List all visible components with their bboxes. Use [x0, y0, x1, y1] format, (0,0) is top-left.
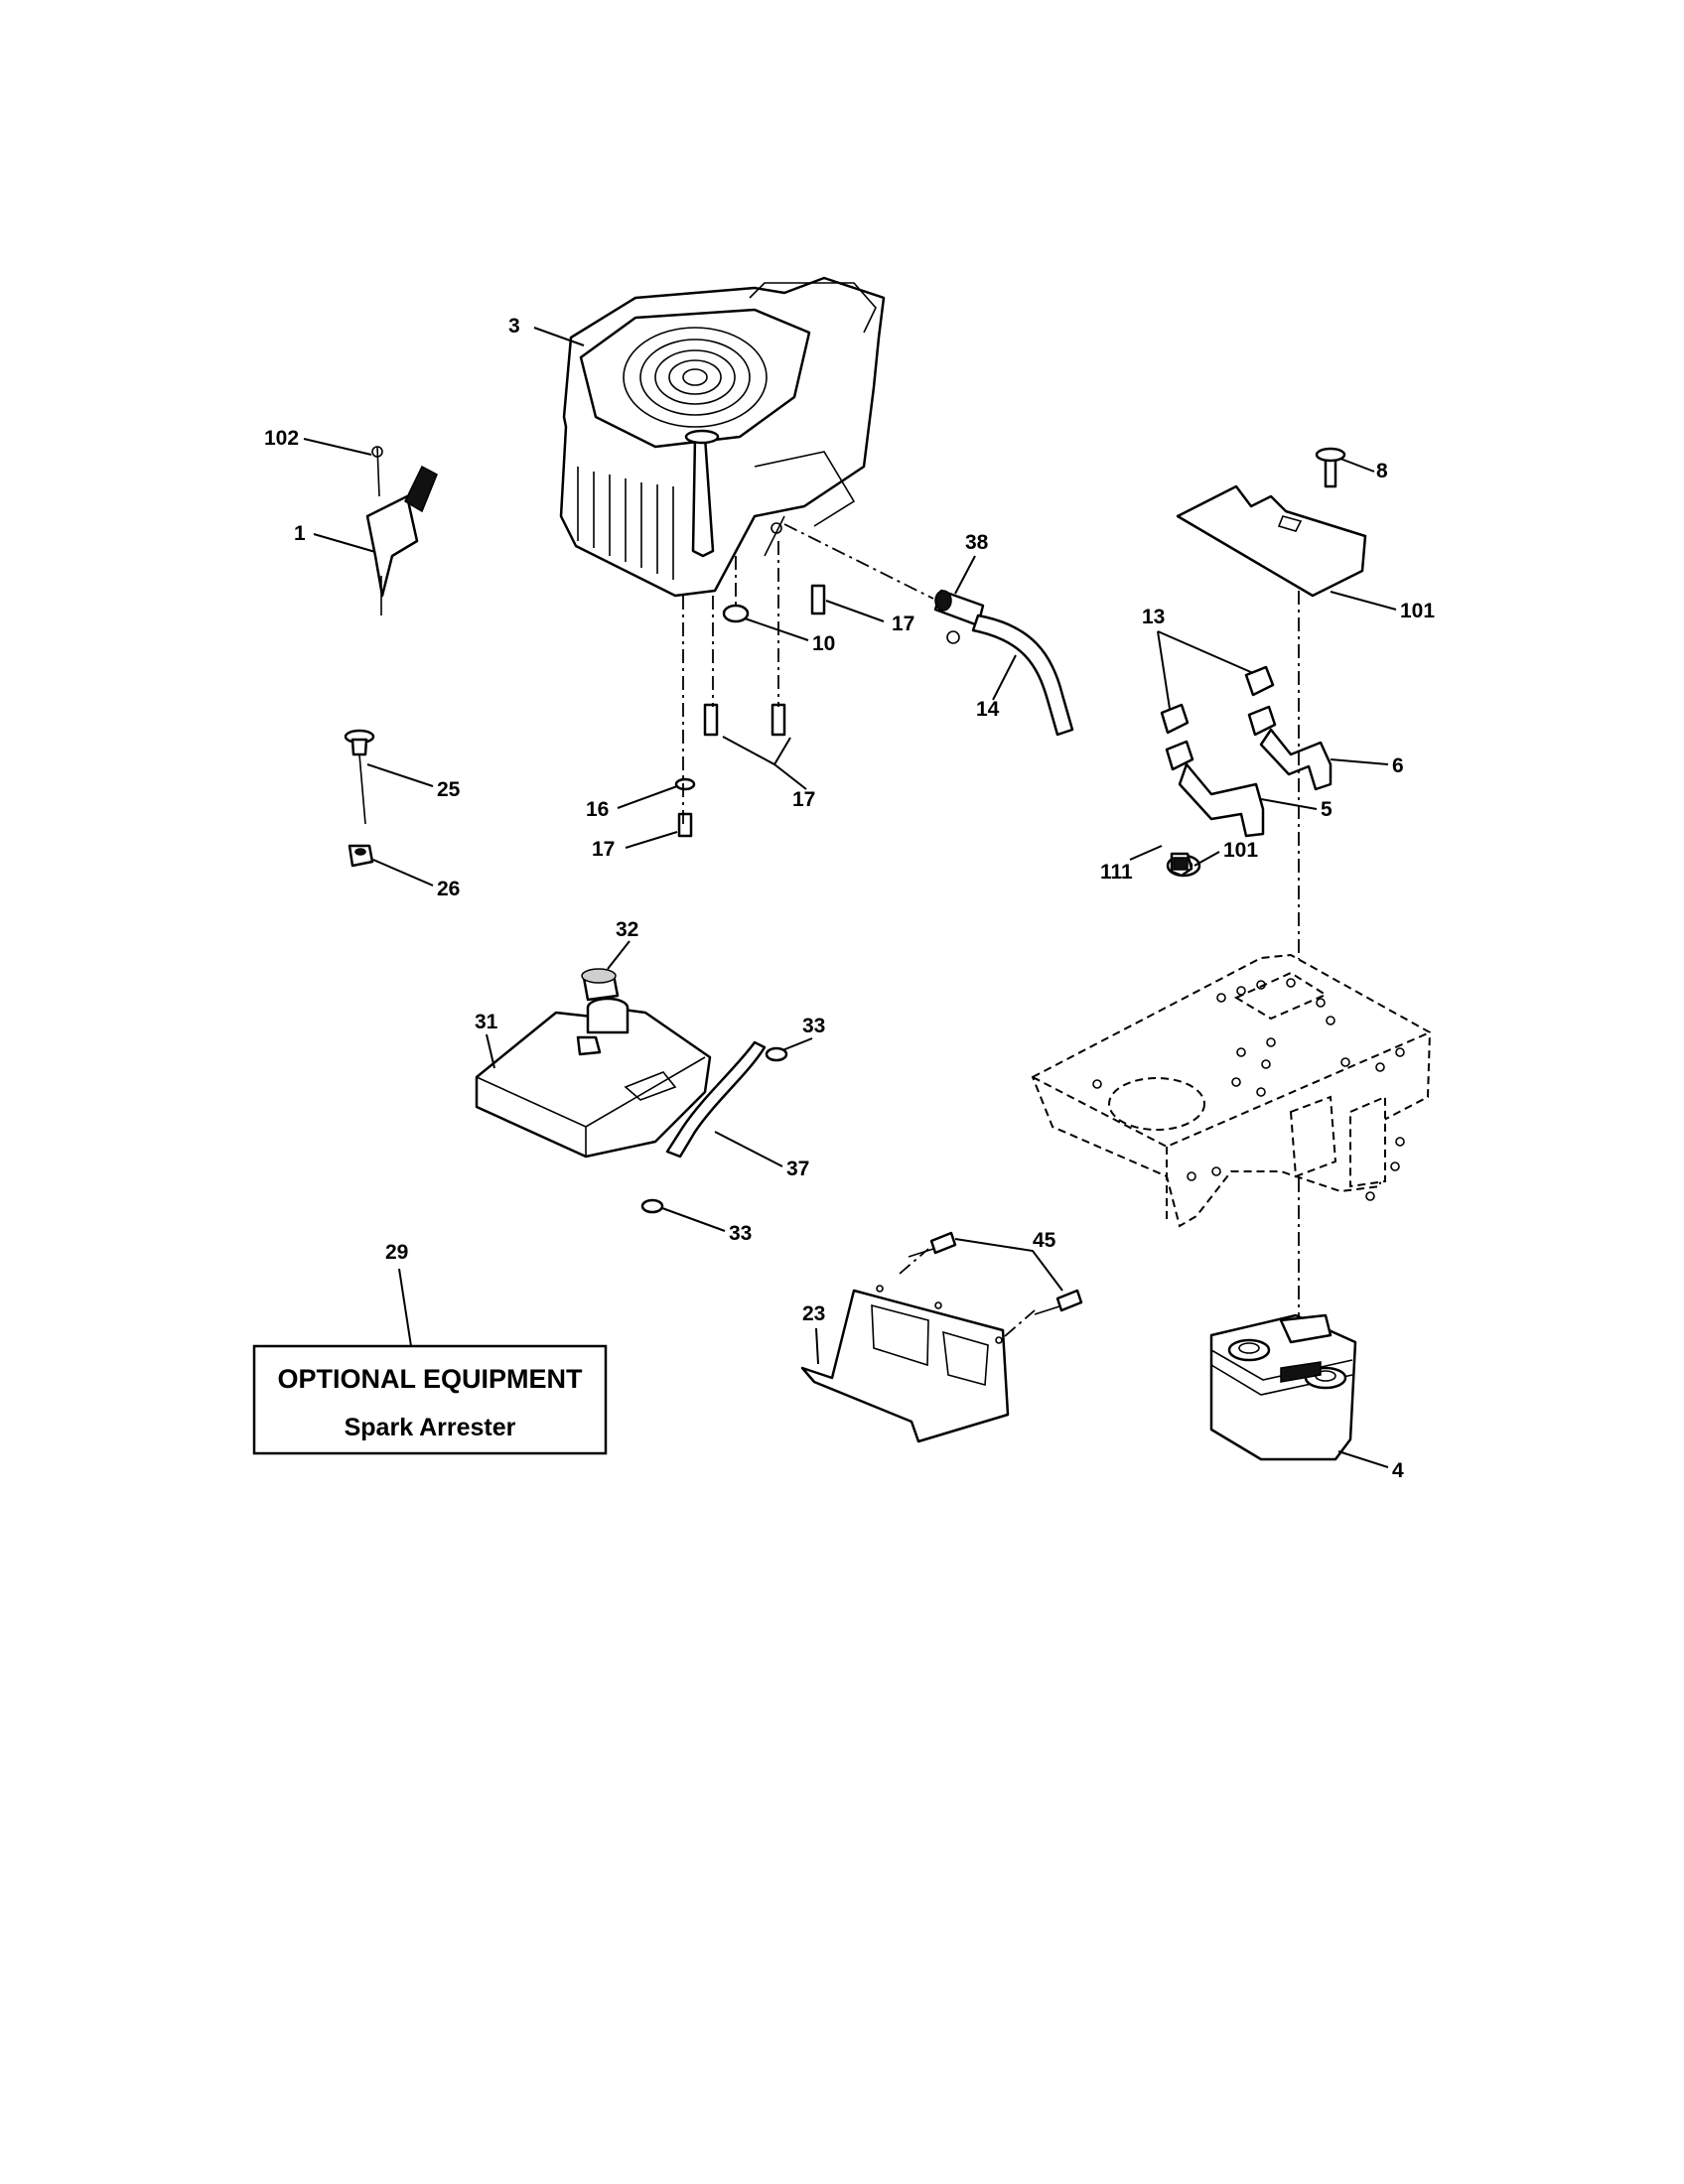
muffler	[1209, 1313, 1357, 1461]
callout-16: 16	[586, 798, 609, 821]
callout-14: 14	[976, 698, 1000, 721]
callout-4: 4	[1392, 1459, 1404, 1482]
callout-26: 26	[437, 878, 460, 900]
muffler-shield	[800, 1231, 1083, 1443]
engine-mounting-hardware	[674, 584, 826, 838]
callout-31: 31	[475, 1011, 498, 1033]
callout-23: 23	[802, 1302, 825, 1325]
callout-5: 5	[1321, 798, 1333, 821]
callout-45: 45	[1033, 1229, 1056, 1252]
callout-29: 29	[385, 1241, 408, 1264]
callout-32: 32	[616, 918, 638, 941]
engine	[559, 276, 886, 598]
heat-shield	[1176, 447, 1367, 598]
callout-101: 10	[812, 632, 835, 655]
exhaust-pipes	[1160, 665, 1333, 878]
callout-13: 13	[1142, 606, 1165, 628]
spark-arrester-label: Spark Arrester	[345, 1414, 516, 1441]
callout-37: 37	[786, 1158, 809, 1180]
callout-33-top: 33	[802, 1015, 825, 1037]
optional-equipment-box	[252, 1344, 608, 1455]
callout-3: 3	[508, 315, 520, 338]
callout-38: 38	[965, 531, 989, 554]
fuel-tank-assembly	[475, 968, 788, 1214]
callout-10: 101	[1400, 600, 1435, 622]
carriage-bolt-and-nut	[344, 729, 375, 868]
callout-101-exhaust: 101	[1223, 839, 1258, 862]
callout-17-mid: 17	[792, 788, 815, 811]
callout-6: 6	[1392, 754, 1404, 777]
fuel-filter-assembly	[933, 589, 1074, 737]
optional-equipment-title: OPTIONAL EQUIPMENT	[277, 1364, 583, 1394]
tractor-frame-reference	[1031, 953, 1432, 1228]
callout-1: 1	[294, 522, 306, 545]
callout-33-bottom: 33	[729, 1222, 752, 1245]
callout-8: 8	[1376, 460, 1388, 482]
callout-25: 25	[437, 778, 461, 801]
callout-102: 102	[264, 427, 299, 450]
callout-17-top: 17	[892, 613, 914, 635]
callout-17-bottom: 17	[592, 838, 615, 861]
callout-111: 111	[1100, 861, 1133, 884]
throttle-control	[365, 446, 438, 615]
